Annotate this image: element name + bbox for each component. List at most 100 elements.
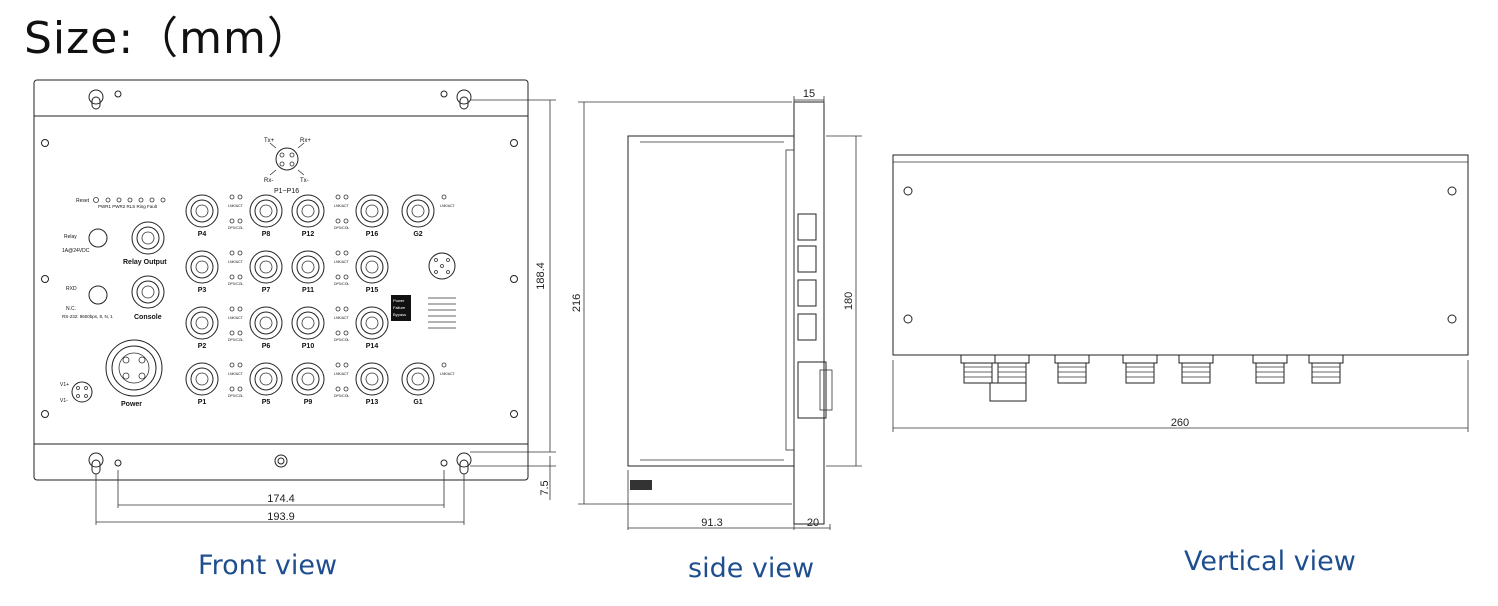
ethernet-port: P5 (249, 362, 283, 406)
bottom-connector (1308, 354, 1344, 384)
gig-pinout-diagram (428, 252, 456, 329)
dim-front-outer: 193.9 (267, 511, 295, 523)
screw-icon (41, 139, 518, 418)
ethernet-port: P13 (355, 362, 389, 406)
port-label: P3 (198, 287, 207, 294)
led-dpx-label: DPX/COL (228, 282, 243, 286)
console-connector: RXD N.C. Console RS-232: 9600bps, 8, N, … (62, 275, 165, 321)
led-link-label: LNK/ACT (334, 372, 350, 376)
power-plug (989, 382, 1027, 402)
led-dpx-label: DPX/COL (228, 226, 243, 230)
led-dpx-label: DPX/COL (334, 394, 349, 398)
caption-front: Front view (198, 550, 338, 581)
ethernet-port: P8 (249, 194, 283, 238)
dim-side-inner: 180 (843, 292, 855, 310)
pin-label: Rx+ (300, 138, 311, 144)
caption-vertical: Vertical view (1184, 546, 1356, 577)
led-link-label: LNK/ACT (228, 372, 244, 376)
side-view: 216 180 15 91.3 20 (571, 88, 862, 530)
status-led: LNK/ACT DPX/COL (334, 250, 350, 286)
port-label: P16 (366, 231, 379, 238)
side-connectors (797, 213, 833, 419)
connector-label: P1~P16 (274, 188, 299, 195)
page-title: Size:（mm） (24, 13, 312, 64)
ethernet-port: P16 (355, 194, 389, 238)
dim-front-height: 188.4 (535, 262, 547, 290)
led-link-label: LNK/ACT (334, 260, 350, 264)
ethernet-port: P15 (355, 250, 389, 294)
led-dpx-label: DPX/COL (334, 282, 349, 286)
dim-side-height: 216 (571, 294, 583, 312)
vertical-connectors (960, 354, 1344, 402)
screw-icon (903, 186, 1457, 324)
dim-vertical-width: 260 (1171, 417, 1189, 429)
ethernet-port: P7 (249, 250, 283, 294)
port-label: P15 (366, 287, 379, 294)
ethernet-port: P10 (291, 306, 325, 350)
led-link-label: LNK/ACT (334, 204, 350, 208)
bottom-connector (994, 354, 1030, 384)
dim-side-depth: 91.3 (701, 517, 722, 529)
status-led: LNK/ACT DPX/COL (334, 362, 350, 398)
led-dpx-label: DPX/COL (334, 226, 349, 230)
pin-label: Rx- (264, 178, 273, 184)
pin-label: Tx- (300, 178, 309, 184)
status-led: LNK/ACT DPX/COL (334, 306, 350, 342)
power-label: Power (121, 401, 142, 408)
front-dimensions: 188.4 7.5 174.4 193.9 (95, 99, 556, 525)
bottom-connector (960, 354, 996, 384)
status-led: LNK/ACT DPX/COL (334, 194, 350, 230)
port-label: P9 (304, 399, 313, 406)
svg-text:Relay: Relay (64, 234, 77, 240)
port-label: P6 (262, 343, 271, 350)
port-label: P10 (302, 343, 315, 350)
led-link-label: LNK/ACT (334, 316, 350, 320)
led-row-label: PWR1 PWR2 RLS Ring Fault (98, 204, 158, 209)
front-view: Tx+ Rx+ Rx- Tx- P1~P16 Reset PWR1 PWR2 R… (33, 79, 556, 525)
gig-port-label: G2 (413, 231, 422, 238)
status-led: LNK/ACT DPX/COL (228, 250, 244, 286)
mount-hole-icon (88, 89, 472, 475)
svg-text:RXD: RXD (66, 286, 77, 292)
ethernet-port: P2 (185, 306, 219, 350)
bottom-connector (1054, 354, 1090, 384)
caption-side: side view (688, 553, 815, 584)
led-link-label: LNK/ACT (440, 372, 456, 376)
relay-label: Relay Output (123, 259, 167, 266)
bottom-connector (1252, 354, 1288, 384)
dim-side-flange: 20 (807, 517, 819, 529)
power-connector: Power V1+ V1- (60, 339, 163, 408)
ethernet-port: P1 (185, 362, 219, 406)
port-label: P12 (302, 231, 315, 238)
ethernet-port: P6 (249, 306, 283, 350)
led-link-label: LNK/ACT (228, 204, 244, 208)
vertical-view: 260 (892, 154, 1469, 432)
reset-label: Reset (76, 198, 90, 204)
port-label: P8 (262, 231, 271, 238)
console-label: Console (134, 314, 162, 321)
ethernet-port: P11 (291, 250, 325, 294)
ethernet-port: P3 (185, 250, 219, 294)
ethernet-port: P14 (355, 306, 389, 350)
port-label: P14 (366, 343, 379, 350)
led-link-label: LNK/ACT (228, 316, 244, 320)
port-label: P2 (198, 343, 207, 350)
led-link-label: LNK/ACT (440, 204, 456, 208)
led-row: Reset PWR1 PWR2 RLS Ring Fault (76, 197, 166, 209)
ethernet-port: P4 (185, 194, 219, 238)
bottom-connector (1122, 354, 1158, 384)
led-dpx-label: DPX/COL (334, 338, 349, 342)
svg-text:N.C.: N.C. (66, 306, 76, 312)
side-dimensions: 216 180 15 91.3 20 (571, 88, 862, 530)
led-link-label: LNK/ACT (228, 260, 244, 264)
relay-spec: 1A@24VDC (62, 248, 90, 254)
grounding-block (630, 480, 652, 490)
ethernet-port: P9 (291, 362, 325, 406)
pin-label: Tx+ (264, 138, 275, 144)
ethernet-port: P12 (291, 194, 325, 238)
